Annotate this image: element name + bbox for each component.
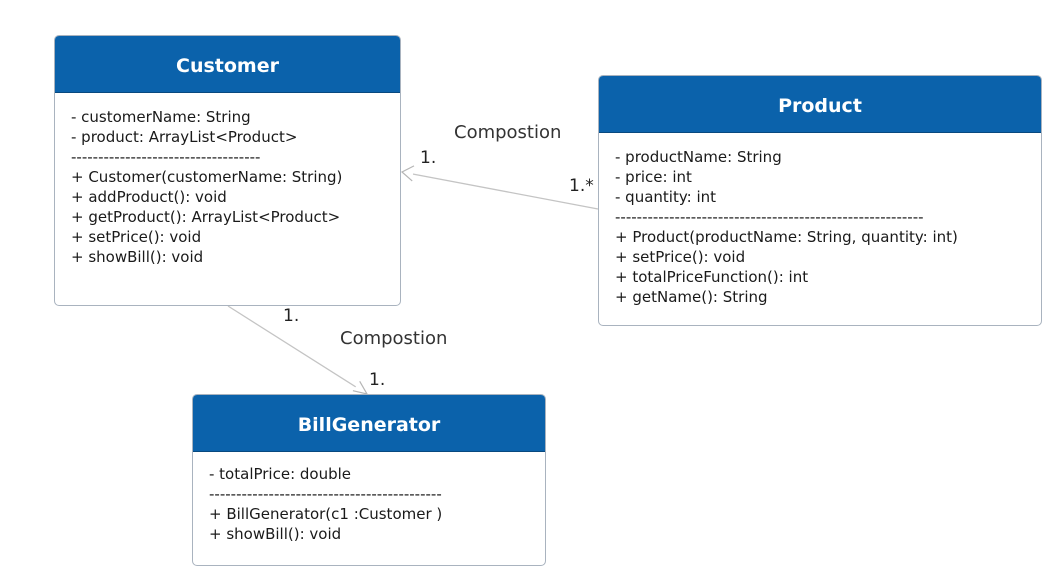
class-product[interactable]: Product - productName: String - price: i…	[598, 75, 1042, 326]
multiplicity-label: 1.	[369, 370, 386, 390]
operation: + setPrice(): void	[71, 228, 202, 246]
operation: + totalPriceFunction(): int	[615, 268, 809, 286]
class-billgenerator-body: - totalPrice: double -------------------…	[193, 452, 545, 544]
compartment-separator: -----------------------------------	[71, 148, 261, 166]
operation: + getName(): String	[615, 288, 768, 306]
class-product-body: - productName: String - price: int - qua…	[599, 133, 1041, 307]
attribute: - price: int	[615, 168, 692, 186]
class-billgenerator[interactable]: BillGenerator - totalPrice: double -----…	[192, 394, 546, 566]
attribute: - totalPrice: double	[209, 465, 352, 483]
attribute: - customerName: String	[71, 108, 251, 126]
multiplicity-label: 1.	[420, 148, 437, 168]
class-product-name: Product	[599, 76, 1041, 133]
operation: + addProduct(): void	[71, 188, 227, 206]
class-customer-name: Customer	[55, 36, 400, 93]
association-label: Compostion	[340, 328, 448, 349]
compartment-separator: ----------------------------------------…	[209, 485, 442, 503]
billgenerator-open-arrowhead	[352, 381, 369, 395]
attribute: - product: ArrayList<Product>	[71, 128, 298, 146]
attribute: - productName: String	[615, 148, 782, 166]
class-customer[interactable]: Customer - customerName: String - produc…	[54, 35, 401, 306]
association-label: Compostion	[454, 122, 562, 143]
product-customer-association-line	[401, 171, 599, 210]
operation: + BillGenerator(c1 :Customer )	[209, 505, 443, 523]
multiplicity-label: 1.*	[569, 176, 594, 196]
class-billgenerator-name: BillGenerator	[193, 395, 545, 452]
operation: + setPrice(): void	[615, 248, 746, 266]
operation: + Customer(customerName: String)	[71, 168, 343, 186]
operation: + showBill(): void	[71, 248, 204, 266]
customer-open-arrowhead	[400, 165, 415, 182]
operation: + getProduct(): ArrayList<Product>	[71, 208, 341, 226]
compartment-separator: ----------------------------------------…	[615, 208, 924, 226]
customer-billgenerator-association-line	[227, 305, 368, 395]
operation: + Product(productName: String, quantity:…	[615, 228, 958, 246]
operation: + showBill(): void	[209, 525, 342, 543]
multiplicity-label: 1.	[283, 306, 300, 326]
attribute: - quantity: int	[615, 188, 717, 206]
class-customer-body: - customerName: String - product: ArrayL…	[55, 93, 400, 267]
